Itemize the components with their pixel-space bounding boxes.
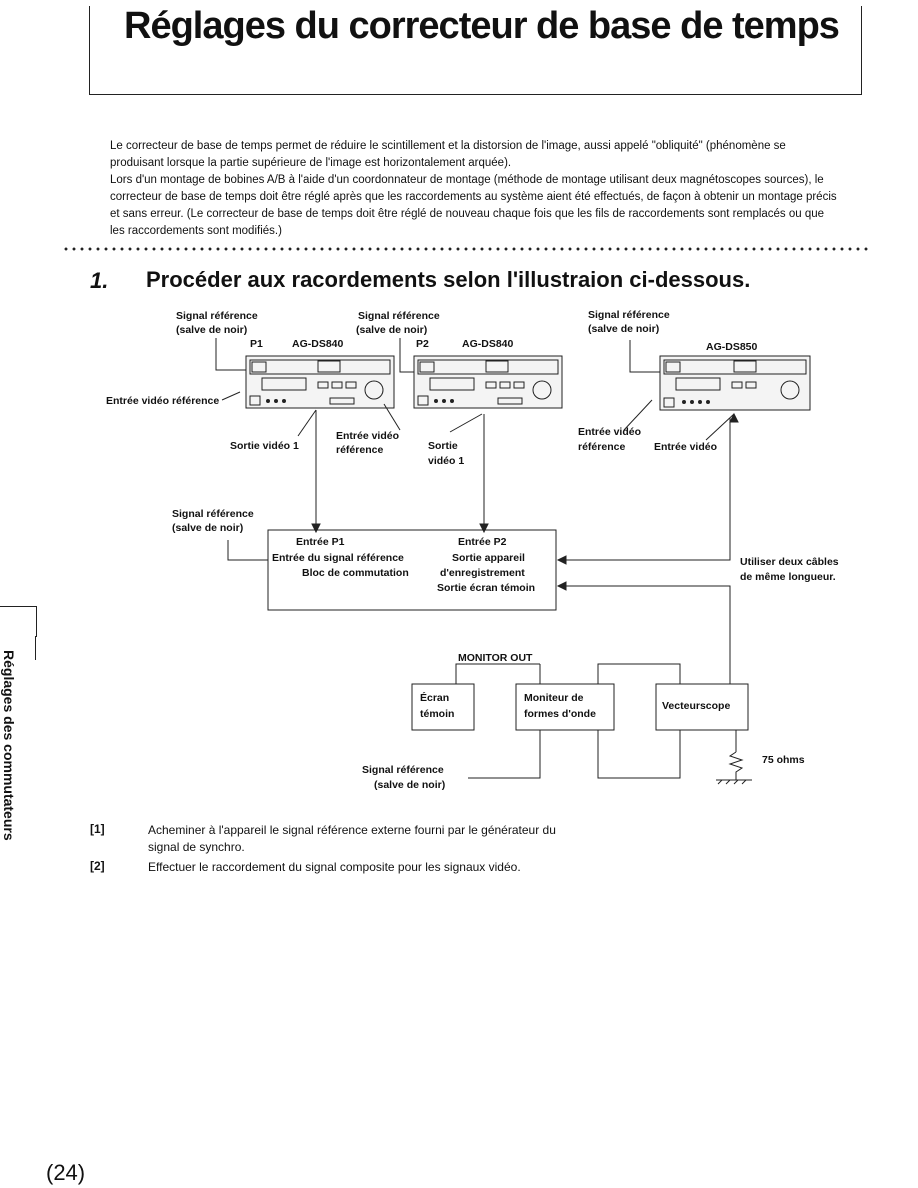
switcher-in-p1: Entrée P1 [296,536,345,548]
switcher-monitor-out: Sortie écran témoin [437,582,536,594]
switcher-ref-in: Entrée du signal référence [272,552,404,564]
ref-signal-3: Signal référence [588,309,670,321]
vcr-p1-model: AG-DS840 [292,338,344,350]
ref-signal-4: Signal référence [172,508,254,520]
monitor-label-b: témoin [420,708,455,720]
ref-video-in-2a: Entrée vidéo [336,430,400,442]
ref-video-in-3a: Entrée vidéo [578,426,642,438]
video-in-3: Entrée vidéo [654,441,718,453]
switcher-out-device: Sortie appareil [452,552,525,564]
page-number: (24) [46,1160,86,1185]
ref-signal-2: Signal référence [358,310,440,322]
vcr-ag-ds850-device [659,355,811,411]
side-tab-line [35,636,36,660]
cable-note-b: de même longueur. [740,571,836,583]
step-number: 1. [90,268,109,293]
ref-signal-1-sub: (salve de noir) [176,324,248,336]
vcr-3-model: AG-DS850 [706,341,758,353]
ref-signal-5-sub: (salve de noir) [374,779,446,791]
vcr-p1-device [245,355,395,409]
step-title: Procéder aux racordements selon l'illust… [146,267,751,292]
video-out-2b: vidéo 1 [428,455,465,467]
intro-text: Le correcteur de base de temps permet de… [110,138,840,240]
item-1-text: Acheminer à l'appareil le signal référen… [148,823,556,854]
switcher-in-p2: Entrée P2 [458,536,507,548]
item-1-number: [1] [90,822,105,836]
side-tab-box [0,606,37,637]
page-title: Réglages du correcteur de base de temps [124,5,840,47]
vcr-p2-device [413,355,563,409]
item-2-text: Effectuer le raccordement du signal comp… [148,860,521,874]
ref-signal-1: Signal référence [176,310,258,322]
title-frame [89,6,862,95]
ref-signal-2-sub: (salve de noir) [356,324,428,336]
video-out-1-label: Sortie vidéo 1 [230,440,299,452]
ref-signal-3-sub: (salve de noir) [588,323,660,335]
waveform-label-a: Moniteur de [524,692,584,704]
item-2-number: [2] [90,859,105,873]
monitor-out-label: MONITOR OUT [458,652,533,664]
cable-note-a: Utiliser deux câbles [740,556,839,568]
switcher-block: Bloc de commutation [302,567,409,579]
ref-signal-5: Signal référence [362,764,444,776]
switcher-out-device-b: d'enregistrement [440,567,525,579]
monitor-label-a: Écran [420,692,450,704]
ref-video-in-3b: référence [578,441,626,453]
dotted-separator [62,246,868,252]
intro-paragraph-1: Le correcteur de base de temps permet de… [110,140,786,169]
vcr-p2-model: AG-DS840 [462,338,514,350]
vcr-p2-tag: P2 [416,338,429,350]
vcr-p1-tag: P1 [250,338,263,350]
side-tab-label: Réglages des commutateurs [1,650,17,841]
video-out-2a: Sortie [428,440,458,452]
intro-paragraph-2: Lors d'un montage de bobines A/B à l'aid… [110,174,837,237]
ref-video-in-2b: référence [336,444,384,456]
ref-signal-4-sub: (salve de noir) [172,522,244,534]
termination-label: 75 ohms [762,754,805,766]
ref-video-in-label: Entrée vidéo référence [106,395,220,407]
vectorscope-label: Vecteurscope [662,700,731,712]
waveform-label-b: formes d'onde [524,708,596,720]
